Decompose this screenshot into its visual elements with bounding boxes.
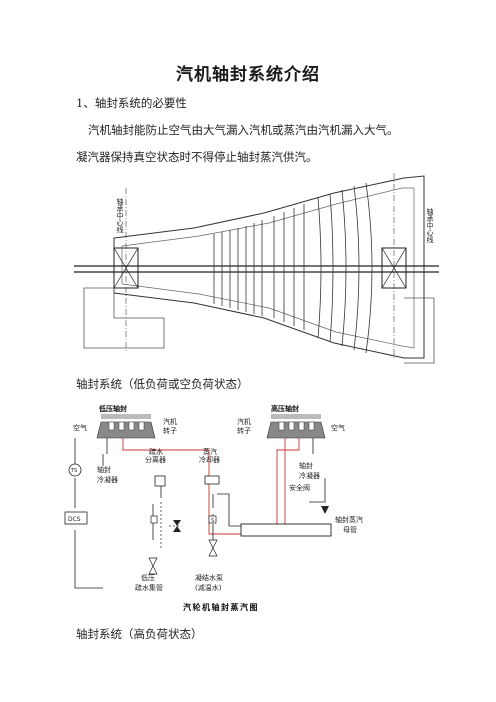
section-heading-necessity: 1、轴封系统的必要性 [76, 96, 187, 110]
header-label-1: 轴封蒸汽 [335, 515, 363, 524]
section-heading-low-load: 轴封系统（低负荷或空负荷状态） [76, 377, 249, 391]
rotor-label-left-1: 汽机 [163, 417, 177, 426]
condenser-label-right-2: 冷凝器 [299, 471, 320, 480]
svg-text:轴承中心线: 轴承中心线 [426, 207, 434, 243]
condenser-label-right-1: 轴封 [299, 461, 313, 470]
diagram-caption: 汽轮机轴封蒸汽图 [183, 602, 259, 612]
desuperheater-label-2: 冷却器 [199, 455, 220, 464]
rotor-label-left-2: 转子 [163, 426, 177, 435]
air-label-left: 空气 [73, 423, 87, 432]
air-label-right: 空气 [331, 423, 345, 432]
lp-drain-label-2: 疏水集管 [135, 583, 163, 592]
lp-seal-label: 低压轴封 [98, 404, 127, 413]
bearing-centerline-label-right: 轴承中心线 [426, 207, 434, 243]
bearing-centerline-label-left: 轴承中心线 [116, 197, 124, 233]
desuperheater-label-1: 蒸汽 [203, 447, 217, 456]
safety-valve-label: 安全阀 [289, 483, 310, 492]
pump-label-1: 凝结水泵 [195, 573, 223, 582]
page-title: 汽机轴封系统介绍 [176, 65, 320, 85]
paragraph-line-1: 汽机轴封能防止空气由大气漏入汽机或蒸汽由汽机漏入大气。 [88, 123, 399, 137]
lp-drain-label-1: 低压 [141, 573, 155, 582]
separator-label-1: 疏水 [149, 447, 163, 456]
hp-seal-label: 高压轴封 [271, 404, 299, 413]
header-label-2: 母管 [343, 525, 357, 534]
ts-label: TS [70, 468, 77, 474]
rotor-label-right-2: 转子 [237, 426, 251, 435]
s-label: S [211, 518, 214, 524]
rotor-label-right-1: 汽机 [237, 417, 251, 426]
paragraph-line-2: 凝汽器保持真空状态时不得停止轴封蒸汽供汽。 [76, 150, 318, 164]
section-heading-high-load: 轴封系统（高负荷状态） [76, 627, 203, 641]
pump-label-2: (减温水) [195, 583, 222, 592]
condenser-label-left-1: 轴封 [97, 465, 111, 474]
turbine-section-drawing: 轴承中心线 轴承中心线 [74, 168, 439, 370]
separator-label-2: 分离器 [145, 455, 166, 464]
gland-steam-diagram: 低压轴封 空气 汽机 转子 高压轴封 汽机 转子 空气 TS DCS [63, 398, 385, 616]
svg-text:轴承中心线: 轴承中心线 [116, 197, 124, 233]
dcs-label: DCS [68, 516, 81, 523]
condenser-label-left-2: 冷凝器 [97, 475, 118, 484]
